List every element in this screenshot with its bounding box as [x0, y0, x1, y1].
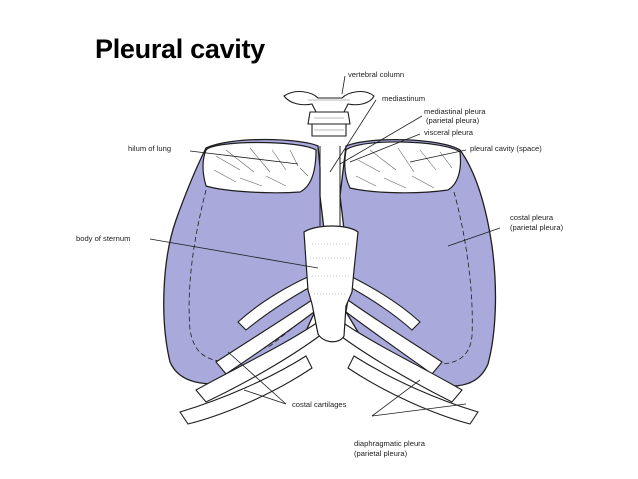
label-costal-pleura-sub: (parietal pleura)	[510, 223, 564, 232]
left-lung-cut-texture	[213, 147, 309, 187]
sternum	[303, 225, 359, 343]
label-pleural-cavity: pleural cavity (space)	[470, 144, 542, 153]
label-body-of-sternum: body of sternum	[76, 234, 130, 243]
label-mediastinal-pleura: mediastinal pleura	[424, 107, 486, 116]
left-lung-cut-surface	[202, 141, 317, 194]
label-costal-pleura: costal pleura	[510, 213, 554, 222]
label-diaphragmatic-pleura: diaphragmatic pleura	[354, 439, 426, 448]
label-mediastinum: mediastinum	[382, 94, 425, 103]
right-lung-cut-texture	[355, 147, 453, 189]
left-visceral-outline	[188, 189, 301, 363]
right-lung-cut-surface	[344, 141, 462, 194]
label-diaphragmatic-pleura-sub: (parietal pleura)	[354, 449, 408, 458]
label-vertebral-column: vertebral column	[348, 70, 404, 79]
label-costal-cartilages: costal cartilages	[292, 400, 347, 409]
label-visceral-pleura: visceral pleura	[424, 128, 474, 137]
page-title: Pleural cavity	[95, 34, 265, 64]
vertebra	[283, 90, 375, 137]
right-visceral-outline	[371, 191, 473, 365]
leader-lines	[149, 75, 501, 417]
label-mediastinal-pleura-sub: (parietal pleura)	[426, 116, 480, 125]
left-ribs	[179, 275, 323, 425]
label-hilum-of-lung: hilum of lung	[128, 144, 171, 153]
